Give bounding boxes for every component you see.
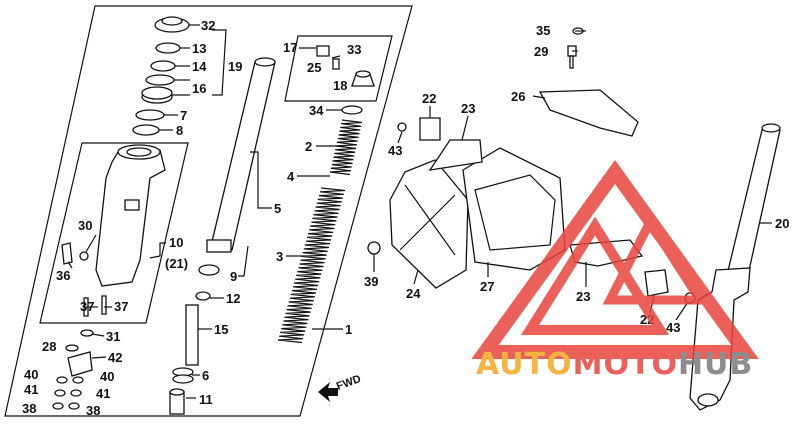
spring-main — [277, 187, 346, 344]
part-labels: 32 13 14 19 16 7 8 17 33 25 18 34 2 4 5 … — [22, 18, 789, 418]
label-40-right: 40 — [100, 369, 114, 384]
label-43-bottom: 43 — [666, 320, 680, 335]
label-1: 1 — [345, 322, 352, 337]
label-35: 35 — [536, 23, 550, 38]
label-36: 36 — [56, 268, 70, 283]
nut-39 — [367, 241, 381, 255]
label-6: 6 — [202, 368, 209, 383]
label-7: 7 — [180, 108, 187, 123]
top-bolts — [316, 45, 375, 115]
fork-slider — [95, 144, 166, 287]
label-37-right: 37 — [114, 299, 128, 314]
label-30: 30 — [78, 218, 92, 233]
label-42: 42 — [108, 350, 122, 365]
label-26: 26 — [511, 89, 525, 104]
label-37-left: 37 — [80, 299, 94, 314]
label-41-right: 41 — [96, 386, 110, 401]
label-9: 9 — [230, 269, 237, 284]
label-16: 16 — [192, 81, 206, 96]
label-40-left: 40 — [24, 367, 38, 382]
fender-cover — [389, 147, 566, 289]
watermark-triangle-inner — [520, 216, 670, 335]
label-8: 8 — [176, 123, 183, 138]
label-29: 29 — [534, 44, 548, 59]
label-22-top: 22 — [422, 91, 436, 106]
label-4: 4 — [287, 169, 295, 184]
label-15: 15 — [214, 322, 228, 337]
label-43-top: 43 — [388, 143, 402, 158]
label-20: 20 — [775, 216, 789, 231]
label-11: 11 — [199, 392, 213, 407]
label-3: 3 — [276, 249, 283, 264]
label-25: 25 — [307, 60, 321, 75]
label-10: 10 — [169, 235, 183, 250]
label-23-bottom: 23 — [576, 289, 590, 304]
label-14: 14 — [192, 59, 207, 74]
label-24: 24 — [406, 286, 421, 301]
label-21: (21) — [165, 256, 188, 271]
label-27: 27 — [480, 279, 494, 294]
label-18: 18 — [333, 78, 347, 93]
bolts-29-35 — [567, 27, 584, 69]
label-13: 13 — [192, 41, 206, 56]
label-32: 32 — [201, 18, 215, 33]
label-38-right: 38 — [86, 403, 100, 418]
spring-top — [329, 119, 363, 176]
label-33: 33 — [347, 42, 361, 57]
slider-subassembly-outline — [39, 142, 189, 324]
watermark-triangle-small — [602, 212, 709, 305]
automotohub-watermark: AUTOMOTOHUB — [471, 160, 759, 382]
damper-rod — [169, 291, 211, 415]
label-39: 39 — [364, 274, 378, 289]
label-34: 34 — [309, 103, 324, 118]
label-23-top: 23 — [461, 101, 475, 116]
svg-text:FWD: FWD — [335, 373, 363, 393]
brackets-upper — [397, 117, 483, 171]
label-17: 17 — [283, 40, 297, 55]
label-12: 12 — [226, 291, 240, 306]
label-5: 5 — [274, 201, 281, 216]
fwd-arrow: FWD — [318, 373, 363, 402]
bolt-kit-outline — [284, 35, 393, 102]
watermark-wordmark: AUTOMOTOHUB — [476, 347, 753, 382]
label-38-left: 38 — [22, 401, 36, 416]
label-19: 19 — [228, 59, 242, 74]
label-31: 31 — [106, 329, 120, 344]
main-assembly-outline — [4, 5, 413, 417]
label-28: 28 — [42, 339, 56, 354]
label-41-left: 41 — [24, 382, 38, 397]
fork-tube — [198, 57, 276, 276]
label-2: 2 — [305, 139, 312, 154]
bracket-26 — [538, 89, 639, 137]
